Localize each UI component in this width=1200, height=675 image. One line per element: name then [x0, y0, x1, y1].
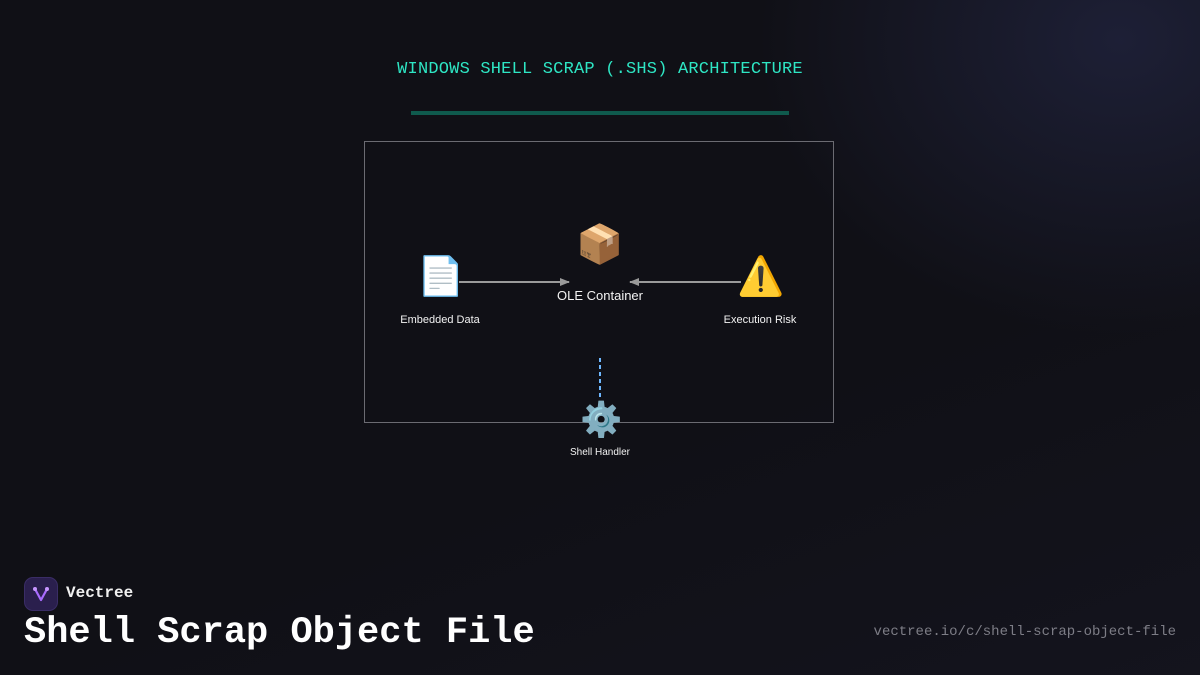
execution-risk-label: Execution Risk — [723, 314, 797, 326]
document-icon: 📄 — [417, 256, 465, 298]
ole-container-label: OLE Container — [557, 288, 643, 303]
shell-handler-label: Shell Handler — [569, 447, 631, 458]
vectree-logo-icon — [24, 577, 58, 611]
brand-name: Vectree — [66, 584, 134, 602]
diagram-title: WINDOWS SHELL SCRAP (.SHS) ARCHITECTURE — [397, 60, 803, 79]
warning-icon: ⚠️ — [737, 256, 785, 298]
diagram-frame — [364, 141, 834, 423]
package-icon: 📦 — [576, 224, 624, 266]
title-underline — [411, 111, 789, 115]
gear-icon: ⚙️ — [580, 401, 623, 439]
page-title: Shell Scrap Object File — [24, 612, 535, 654]
embedded-data-label: Embedded Data — [400, 314, 480, 326]
page-url[interactable]: vectree.io/c/shell-scrap-object-file — [873, 624, 1176, 640]
